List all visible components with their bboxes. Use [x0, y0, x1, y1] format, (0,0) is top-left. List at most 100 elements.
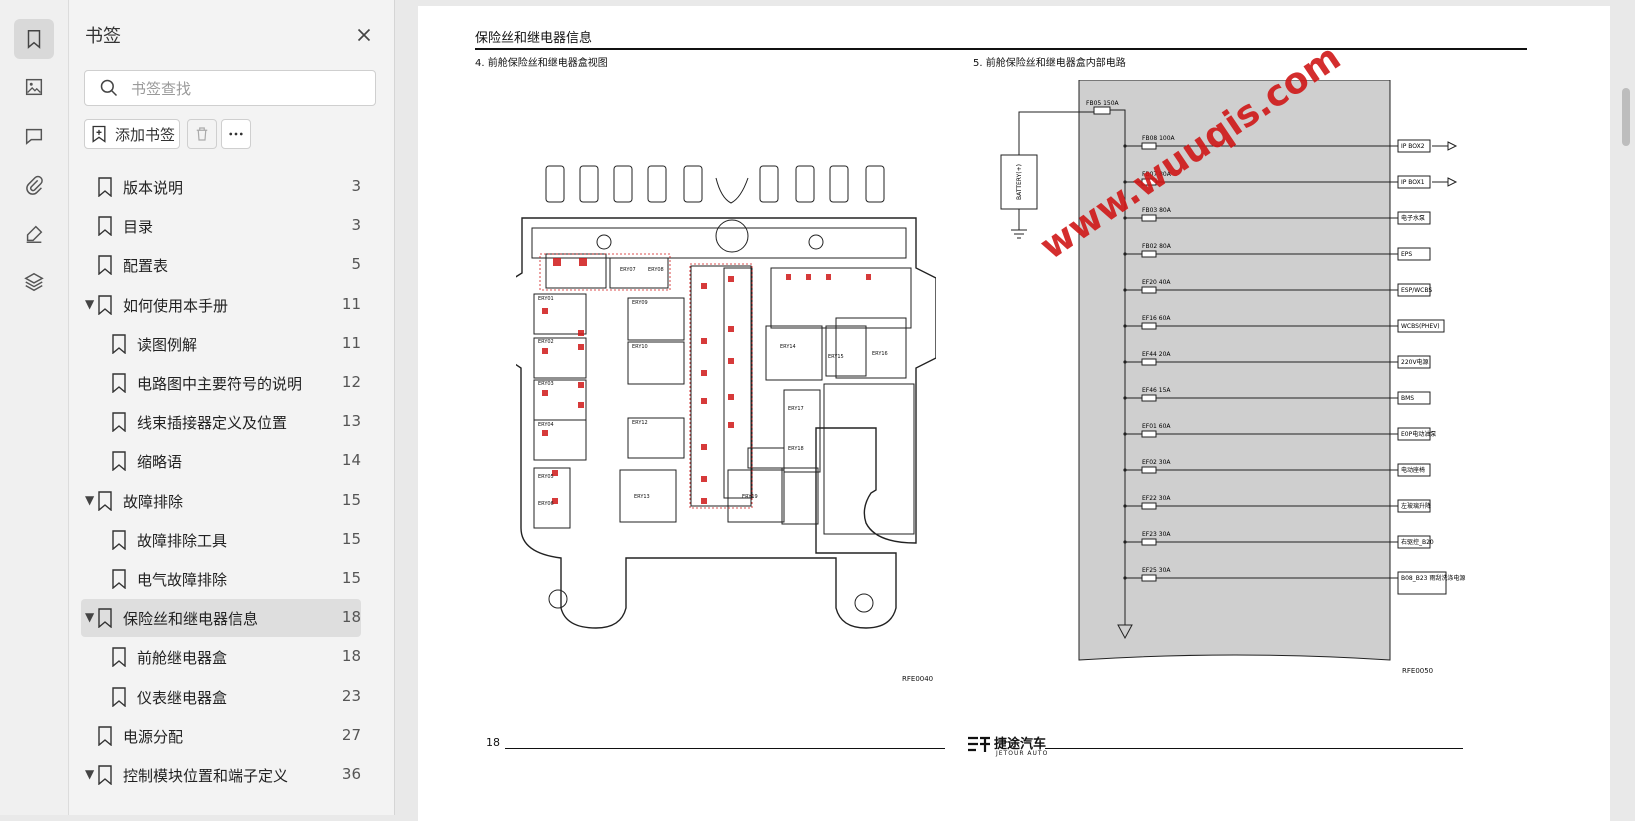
signature-panel-button[interactable] — [14, 214, 54, 254]
load-label: 右驱控_B20 — [1401, 538, 1434, 546]
left-figure-heading: 4. 前舱保险丝和继电器盒视图 — [475, 58, 608, 69]
fuse-symbol — [1141, 502, 1157, 510]
bookmark-page-number: 3 — [351, 177, 361, 195]
fuse-box-diagram: ERY07 ERY08 ERY01 ERY02 ERY03 ERY04 ERY0… — [516, 165, 936, 629]
circuit-junction — [1123, 324, 1127, 328]
bookmark-icon — [98, 608, 112, 629]
relay-label: ERY04 — [538, 422, 554, 428]
add-bookmark-button[interactable]: 添加书签 — [84, 119, 180, 149]
layers-panel-button[interactable] — [14, 262, 54, 302]
bookmark-page-number: 15 — [341, 529, 361, 548]
more-options-button[interactable] — [221, 119, 251, 149]
load-box — [1397, 139, 1431, 153]
relay-label: ERY01 — [538, 296, 554, 302]
bookmark-item[interactable]: 故障排除工具 15 — [81, 521, 361, 559]
fuse-rating-label: EF16 60A — [1142, 315, 1171, 322]
thumbnail-panel-button[interactable] — [14, 67, 54, 107]
fuse-rating-label: EF44 20A — [1142, 351, 1171, 358]
footer-rule-left — [505, 748, 945, 749]
bookmark-label: 如何使用本手册 — [123, 296, 229, 315]
bookmark-icon — [98, 255, 112, 276]
image-icon — [25, 78, 43, 96]
fuse-rating-label: EF01 60A — [1142, 423, 1171, 430]
bookmark-label: 保险丝和继电器信息 — [123, 610, 259, 629]
fuse-rating-label: FB02 80A — [1142, 243, 1172, 250]
bookmark-page-number: 3 — [351, 216, 361, 235]
document-scrollbar[interactable] — [1622, 88, 1630, 146]
relay-label: ERY16 — [872, 351, 888, 357]
bookmark-icon — [98, 216, 112, 237]
relay-label: ERY09 — [632, 300, 648, 306]
brand-logo: 捷途汽车 JETOUR AUTO — [966, 733, 1066, 759]
section-title: 保险丝和继电器信息 — [475, 31, 593, 46]
load-box — [1397, 247, 1431, 261]
load-label: BMS — [1401, 395, 1414, 402]
bookmark-page-number: 36 — [341, 765, 361, 783]
bookmark-label: 电源分配 — [123, 727, 184, 746]
fuse-symbol — [1141, 286, 1157, 294]
delete-bookmark-button[interactable] — [187, 119, 217, 149]
fuse-symbol — [1141, 178, 1157, 186]
document-page: 保险丝和继电器信息 4. 前舱保险丝和继电器盒视图 5. 前舱保险丝和继电器盒内… — [418, 6, 1610, 821]
bookmark-icon — [112, 451, 126, 472]
bookmark-panel-button[interactable] — [14, 19, 54, 59]
add-bookmark-icon — [92, 125, 106, 143]
figure-ref-left: RFE0040 — [902, 675, 934, 683]
load-box — [1397, 355, 1431, 369]
bookmark-label: 电路图中主要符号的说明 — [137, 375, 303, 393]
expand-caret-icon[interactable]: ▼ — [85, 492, 95, 507]
expand-caret-icon[interactable]: ▼ — [85, 610, 95, 625]
load-box — [1397, 319, 1445, 333]
expand-caret-icon[interactable]: ▼ — [85, 296, 95, 311]
load-label: ESP/WCBS — [1401, 287, 1432, 294]
load-label: WCBS(PHEV) — [1401, 323, 1440, 330]
bookmark-label: 配置表 — [123, 257, 169, 276]
bookmark-search-box[interactable] — [84, 70, 376, 106]
bookmark-item[interactable]: 电源分配 27 — [81, 717, 361, 755]
fuse-symbol — [1141, 214, 1157, 222]
circuit-junction — [1123, 396, 1127, 400]
comment-panel-button[interactable] — [14, 116, 54, 156]
trash-icon — [196, 127, 208, 141]
relay-label: ERY19 — [742, 494, 758, 500]
fuse-symbol — [1141, 142, 1157, 150]
expand-caret-icon[interactable]: ▼ — [85, 767, 95, 781]
fuse-rating-label: EF23 30A — [1142, 531, 1171, 538]
fuse-symbol — [1141, 394, 1157, 402]
pen-icon — [26, 225, 43, 243]
load-box — [1397, 175, 1431, 189]
load-label: B08_B23 雨刮洗涤电源 — [1401, 574, 1465, 582]
circuit-junction — [1123, 360, 1127, 364]
bookmark-icon — [98, 294, 112, 315]
load-label: 电动座椅 — [1401, 466, 1425, 474]
load-box — [1397, 283, 1431, 297]
close-icon[interactable] — [353, 24, 375, 46]
bookmark-page-number: 27 — [341, 725, 361, 744]
figure-ref-right: RFE0050 — [1402, 667, 1434, 675]
fuse-rating-label: FB08 100A — [1142, 135, 1176, 142]
continuation-arrow-icon — [1432, 177, 1458, 187]
bookmark-page-number: 11 — [341, 333, 361, 352]
circuit-junction — [1123, 468, 1127, 472]
bookmark-label: 故障排除工具 — [137, 531, 228, 550]
relay-label: ERY03 — [538, 381, 554, 387]
attachment-panel-button[interactable] — [14, 165, 54, 205]
search-icon — [100, 79, 118, 97]
brand-name-cn: 捷途汽车 — [994, 737, 1047, 752]
bookmark-icon — [98, 726, 112, 746]
bookmark-search-input[interactable] — [129, 77, 363, 101]
